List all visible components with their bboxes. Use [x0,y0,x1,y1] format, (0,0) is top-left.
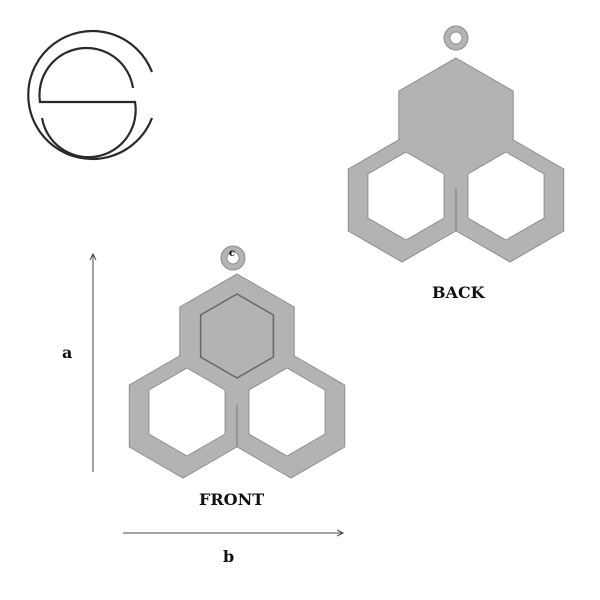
top-hexagon-fill [180,275,294,405]
dimension-a-label: a [62,343,73,362]
top-hexagon-fill [399,59,513,189]
back-label: BACK [432,283,485,302]
left-cutout [148,367,226,457]
bail-hole [449,31,463,45]
right-cutout [467,151,545,241]
pendant-back [347,25,565,263]
front-label: FRONT [199,490,265,509]
dimension-b-label: b [223,547,235,566]
brand-logo [27,29,154,161]
pendant-front [128,245,346,479]
bail-hole [226,251,240,265]
left-cutout [367,151,445,241]
engraved-hexagon [199,293,275,379]
right-cutout [248,367,326,457]
ring-mark: c [229,248,236,259]
